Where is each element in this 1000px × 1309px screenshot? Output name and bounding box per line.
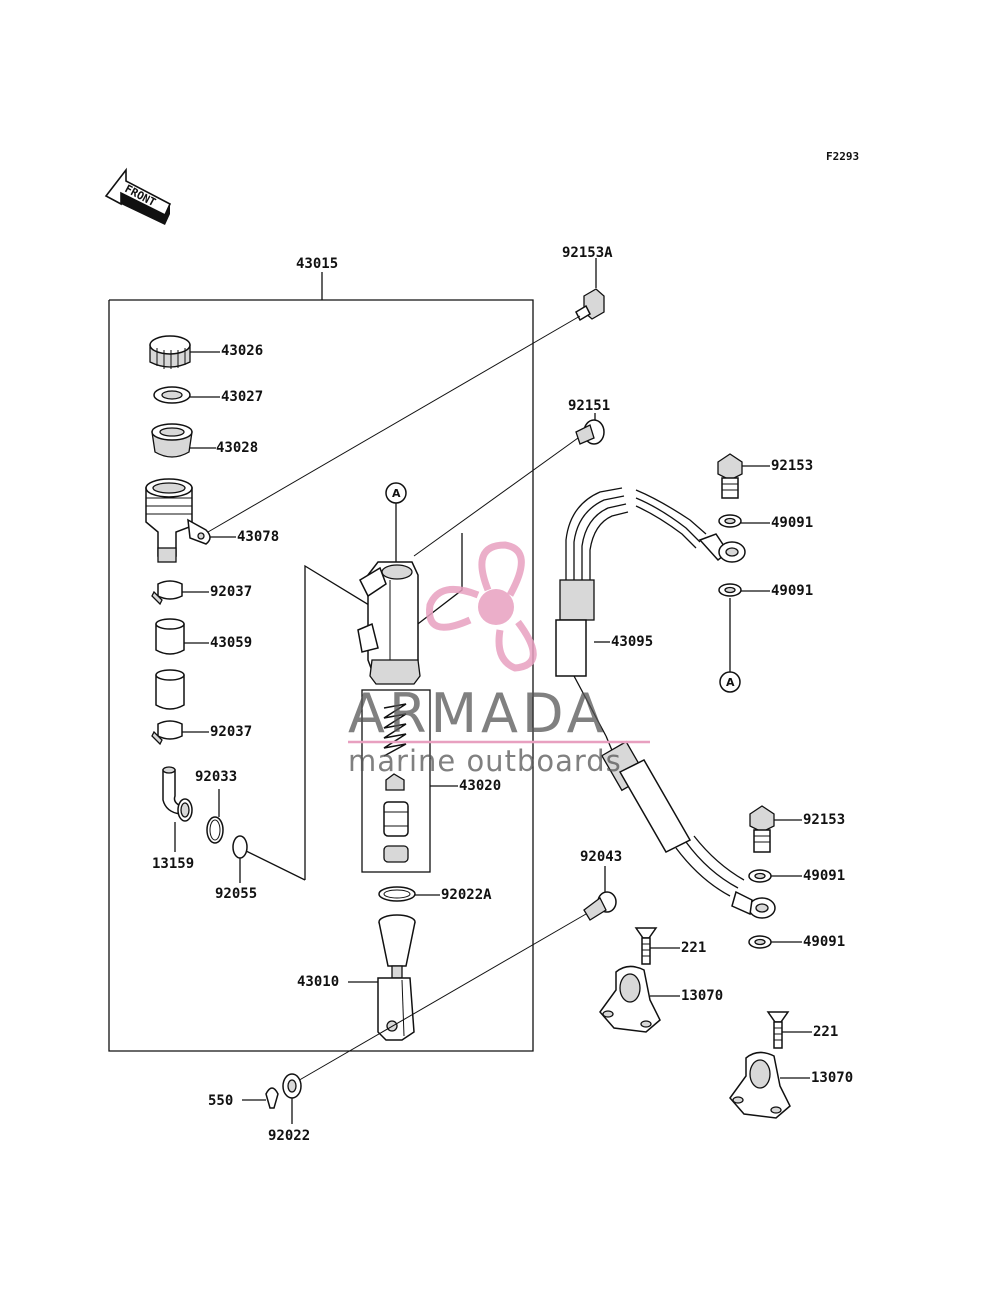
washer-92022: [282, 1073, 302, 1099]
callout-a-top-label: A: [392, 487, 401, 500]
bolt-92151: [575, 419, 605, 445]
part-label-43028: 43028: [216, 440, 258, 456]
screw-221-upper: [634, 927, 658, 965]
part-label-13159: 13159: [152, 856, 194, 872]
union-bolt-lower: [749, 805, 775, 853]
propeller-logo-icon: [426, 541, 537, 672]
cylinder-bracket-upper: [599, 965, 661, 1033]
part-label-13070-lower: 13070: [811, 1070, 853, 1086]
hose-clamp: [151, 580, 183, 606]
figure-code: F2293: [826, 150, 859, 163]
hose-clamp-lower: [151, 720, 183, 746]
master-cylinder: [357, 561, 421, 685]
callout-a-right: [719, 671, 741, 693]
screw-221-lower: [766, 1011, 790, 1049]
part-label-92037-lower: 92037: [210, 724, 252, 740]
front-arrow-icon: FRONT: [104, 167, 172, 225]
part-label-43015: 43015: [296, 256, 338, 272]
watermark: ARMADA marine outboards: [348, 541, 650, 778]
cotter-pin: [265, 1087, 279, 1109]
watermark-tagline: marine outboards: [348, 744, 622, 778]
part-label-221-lower: 221: [813, 1024, 838, 1040]
part-label-92022: 92022: [268, 1128, 310, 1144]
part-label-43026: 43026: [221, 343, 263, 359]
o-ring: [232, 835, 248, 859]
part-label-92037-upper: 92037: [210, 584, 252, 600]
union-bolt-upper: [717, 453, 743, 499]
clevis-pin: [583, 891, 617, 921]
reservoir-cap: [149, 335, 191, 369]
part-label-92055: 92055: [215, 886, 257, 902]
part-label-49091-4: 49091: [803, 934, 845, 950]
circlip: [206, 816, 224, 844]
part-label-92153-upper: 92153: [771, 458, 813, 474]
part-label-92153a: 92153A: [562, 245, 613, 261]
part-label-49091-1: 49091: [771, 515, 813, 531]
union-bolt-92153a: [575, 288, 605, 322]
part-label-43027: 43027: [221, 389, 263, 405]
diaphragm: [151, 423, 193, 458]
circlip-92022a: [378, 886, 416, 902]
reservoir: [145, 478, 211, 563]
part-label-43020: 43020: [459, 778, 501, 794]
part-label-13070-upper: 13070: [681, 988, 723, 1004]
part-label-43059: 43059: [210, 635, 252, 651]
part-label-43095: 43095: [611, 634, 653, 650]
callout-a-right-label: A: [726, 676, 735, 689]
diaphragm-plate: [153, 386, 191, 404]
part-label-92022a: 92022A: [441, 887, 492, 903]
part-label-92151: 92151: [568, 398, 610, 414]
part-label-92033: 92033: [195, 769, 237, 785]
part-label-550: 550: [208, 1093, 233, 1109]
part-label-43078: 43078: [237, 529, 279, 545]
part-label-92043: 92043: [580, 849, 622, 865]
part-label-221-upper: 221: [681, 940, 706, 956]
push-rod: [377, 914, 416, 1041]
part-label-92153-lower: 92153: [803, 812, 845, 828]
hose-elbow: [162, 766, 193, 822]
watermark-brand: ARMADA: [348, 682, 608, 745]
part-label-49091-3: 49091: [803, 868, 845, 884]
part-label-49091-2: 49091: [771, 583, 813, 599]
brake-hose: [555, 487, 776, 919]
cylinder-bracket-lower: [729, 1051, 791, 1119]
part-label-43010: 43010: [297, 974, 339, 990]
reservoir-hose: [155, 618, 185, 710]
